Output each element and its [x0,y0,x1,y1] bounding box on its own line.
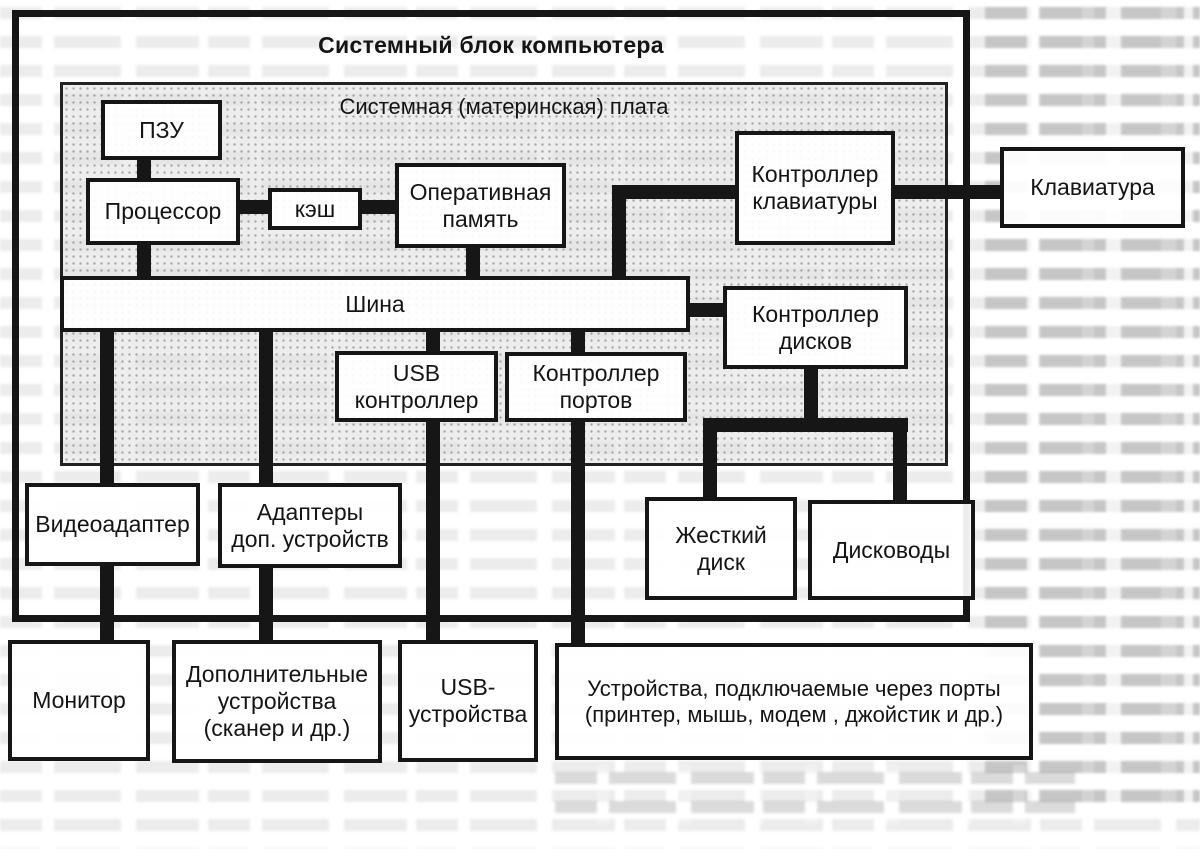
system-unit-frame [12,10,970,622]
node-hard-disk-line1: Жесткий [675,521,767,548]
node-video-adapter-label: Видеоадаптер [35,511,190,538]
connector-tee-harddisk [703,430,717,500]
node-extra-devices-line2: устройства [217,688,337,715]
diagram-title: Системный блок компьютера [318,32,664,58]
node-usb-controller-line2: контроллер [354,386,479,413]
connector-ram-bus [466,246,480,278]
node-extra-devices: Дополнительные устройства (сканер и др.) [172,640,382,763]
node-port-devices: Устройства, подключаемые через порты (пр… [555,643,1033,760]
node-port-controller-line2: портов [559,387,633,413]
node-port-devices-line2: (принтер, мышь, модем , джойстик и др.) [584,701,1004,727]
connector-tee-diskdrives [893,430,907,502]
motherboard-label: Системная (материнская) плата [339,94,669,119]
connector-processor-bus [137,243,151,278]
node-video-adapter: Видеоадаптер [25,483,200,566]
node-extra-devices-line1: Дополнительные [185,661,369,688]
node-port-controller-line1: Контроллер [532,360,660,387]
node-rom: ПЗУ [101,100,222,160]
node-disk-drives-label: Дисководы [832,536,951,563]
node-ram-label-line2: память [442,205,519,232]
connector-bus-portctrl [571,330,585,354]
connector-diskctrl-stub [804,367,818,420]
node-disk-controller: Контроллер дисков [723,286,908,369]
node-ram: Оперативная память [395,163,566,248]
connector-keyboardctrl-bus-vertical [612,190,626,280]
bleed-through-bottom [555,765,1075,825]
connector-disk-tee-bar [703,418,908,432]
node-ram-label-line1: Оперативная [409,178,552,205]
connector-keyboardctrl-keyboard [893,185,1002,199]
node-bus-label: Шина [345,290,405,317]
node-extra-adapters-line2: доп. устройств [231,525,389,552]
connector-bus-usbctrl [426,330,440,353]
node-monitor: Монитор [8,640,150,761]
node-disk-controller-line2: дисков [778,327,853,354]
connector-bus-diskctrl [688,303,725,317]
node-disk-controller-line1: Контроллер [752,300,879,327]
connector-usbctrl-usbdevices [426,420,440,642]
connector-portctrl-portdevices [571,420,585,645]
connector-videoadapter-monitor [100,564,114,642]
node-usb-controller-line1: USB [392,359,441,386]
node-bus: Шина [60,276,690,332]
node-processor-label: Процессор [104,198,222,225]
node-extra-adapters: Адаптеры доп. устройств [218,483,402,568]
node-keyboard-controller: Контроллер клавиатуры [735,131,895,245]
node-keyboard-label: Клавиатура [1030,174,1155,201]
node-monitor-label: Монитор [32,687,126,714]
node-extra-devices-line3: (сканер и др.) [203,714,351,741]
connector-processor-cache [238,200,270,214]
node-cache: кэш [268,188,362,230]
node-rom-label: ПЗУ [139,116,184,143]
node-port-devices-line1: Устройства, подключаемые через порты [587,675,1001,701]
node-usb-devices-line1: USB- [440,674,496,701]
node-usb-controller: USB контроллер [335,351,498,422]
connector-bus-videoadapter [100,330,114,485]
node-processor: Процессор [86,178,240,245]
connector-bus-extraadapters [259,330,273,485]
node-keyboard-controller-line2: клавиатуры [752,188,878,214]
connector-rom-processor [137,158,151,180]
node-keyboard-controller-line1: Контроллер [751,161,879,188]
node-usb-devices: USB- устройства [398,640,538,762]
node-usb-devices-line2: устройства [408,701,528,727]
node-port-controller: Контроллер портов [505,352,687,422]
connector-adapters-extradevices [259,566,273,642]
node-disk-drives: Дисководы [808,500,975,600]
node-hard-disk-line2: диск [697,548,745,575]
connector-cache-ram [360,200,397,214]
node-hard-disk: Жесткий диск [645,497,797,600]
node-cache-label: кэш [294,195,336,222]
node-extra-adapters-line1: Адаптеры [256,498,364,525]
connector-keyboardctrl-bus-horizontal [612,185,737,199]
node-keyboard: Клавиатура [1000,147,1185,228]
